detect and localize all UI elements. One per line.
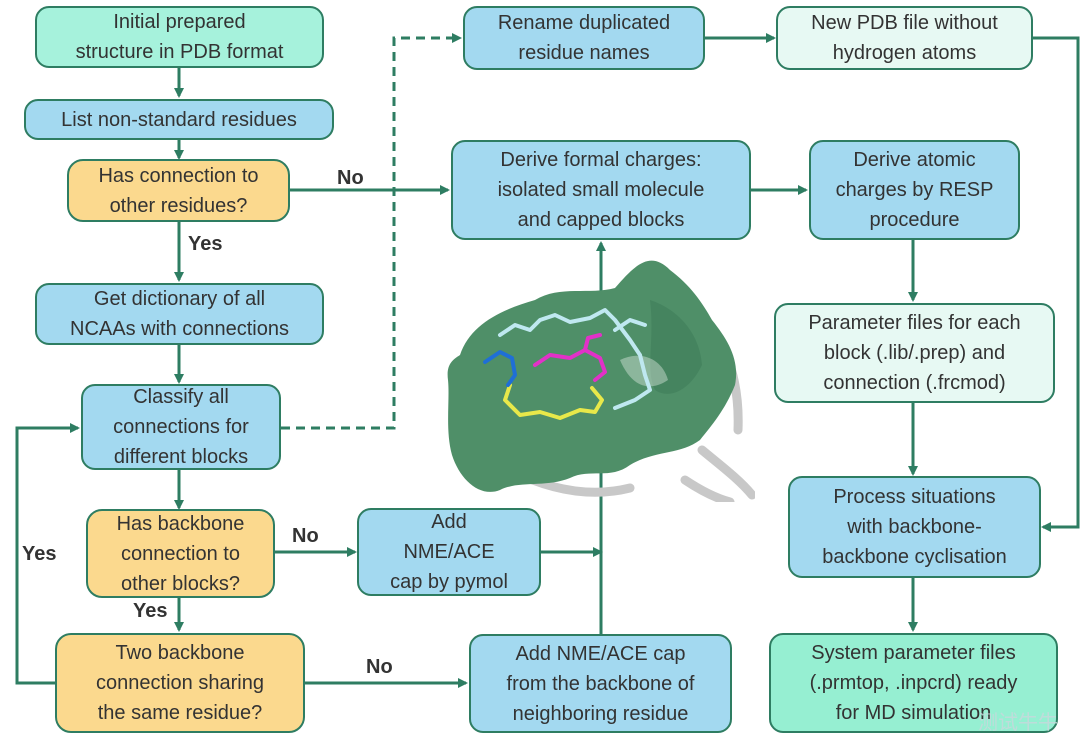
node-text-line: Derive atomic [853, 149, 976, 171]
node-text-line: residue names [518, 42, 650, 64]
node-text-line: Rename duplicated [497, 12, 671, 34]
node-text-line: NCAAs with connections [70, 318, 289, 340]
label-no-connection: No [337, 167, 364, 189]
node-text-line: Add [431, 511, 467, 533]
node-text-line: Initial prepared [113, 11, 246, 33]
node-text-line: from the backbone of [506, 672, 695, 695]
node-classify: Classify all connections for different blo… [81, 384, 281, 470]
label-yes-connection: Yes [188, 233, 223, 255]
label-yes-loop: Yes [22, 543, 57, 565]
node-text-line: NME/ACE [403, 541, 495, 563]
node-text-line: Has backbone [116, 512, 245, 535]
node-text-line: Parameter files for each [808, 312, 1021, 334]
node-rename: Rename duplicated residue names [463, 6, 705, 70]
node-list-nonstandard: List non-standard residues [24, 99, 334, 140]
node-add-cap-neighbor: Add NME/ACE cap from the backbone of neigh… [469, 634, 732, 733]
node-text-line: other residues? [109, 194, 248, 217]
node-text-line: Has connection to [98, 164, 259, 187]
node-text-line: Classify all [133, 386, 229, 408]
label-yes-backbone: Yes [133, 600, 168, 622]
arrow-classify-to-rename [281, 33, 462, 430]
node-text-line: neighboring residue [512, 702, 689, 725]
node-text-line: connection to [121, 542, 240, 565]
node-initial-structure: Initial prepared structure in PDB format [35, 6, 324, 68]
node-text-line: charges by RESP [835, 179, 994, 201]
node-two-backbone: Two backbone connection sharing the same r… [55, 633, 305, 733]
node-text-line: structure in PDB format [75, 41, 284, 63]
node-text-line: and capped blocks [517, 209, 685, 231]
node-text-line: Add NME/ACE cap [515, 642, 686, 665]
arrow-newpdb-to-cyclisation [1033, 36, 1080, 532]
node-new-pdb: New PDB file without hydrogen atoms [776, 6, 1033, 70]
node-text-line: other blocks? [121, 572, 240, 595]
node-text-line: cap by pymol [390, 571, 508, 593]
node-parameter-files: Parameter files for each block (.lib/.pre… [774, 303, 1055, 403]
node-text-line: System parameter files [811, 642, 1016, 664]
node-text-line: isolated small molecule [497, 179, 705, 201]
node-text-line: Two backbone [115, 642, 245, 664]
node-system-parameter: System parameter files (.prmtop, .inpcrd)… [769, 633, 1058, 733]
label-no-two: No [366, 656, 393, 678]
node-text-line: connections for [113, 416, 249, 438]
node-text-line: the same residue? [97, 702, 263, 724]
node-text-line: different blocks [113, 446, 249, 468]
node-process-cyclisation: Process situations with backbone-backbone… [788, 476, 1041, 578]
node-text-line: hydrogen atoms [832, 42, 977, 64]
node-formal-charges: Derive formal charges: isolated small mol… [451, 140, 751, 240]
node-text-line: procedure [869, 209, 960, 231]
node-text-line: (.prmtop, .inpcrd) ready [809, 672, 1018, 694]
node-text-line: with backbone- [847, 516, 982, 538]
node-text-line: connection (.frcmod) [823, 372, 1006, 394]
node-text-line: Process situations [833, 486, 996, 508]
node-text-line: for MD simulation [835, 702, 992, 724]
node-has-backbone: Has backbone connection to other blocks? [86, 509, 275, 598]
node-text-line: Get dictionary of all [93, 288, 266, 310]
label-no-backbone: No [292, 525, 319, 547]
node-atomic-charges: Derive atomic charges by RESP procedure [809, 140, 1020, 240]
node-text-line: New PDB file without [811, 12, 998, 34]
node-text-line: Derive formal charges: [500, 149, 702, 171]
node-text-line: List non-standard residues [61, 108, 297, 131]
molecule-surface-image [447, 260, 755, 502]
node-has-connection: Has connection to other residues? [67, 159, 290, 222]
node-text-line: connection sharing [96, 672, 264, 694]
node-text-line: block (.lib/.prep) and [823, 342, 1006, 364]
node-text-line: backbone cyclisation [822, 546, 1007, 568]
watermark-text: 测试牛牛 [978, 712, 1058, 734]
